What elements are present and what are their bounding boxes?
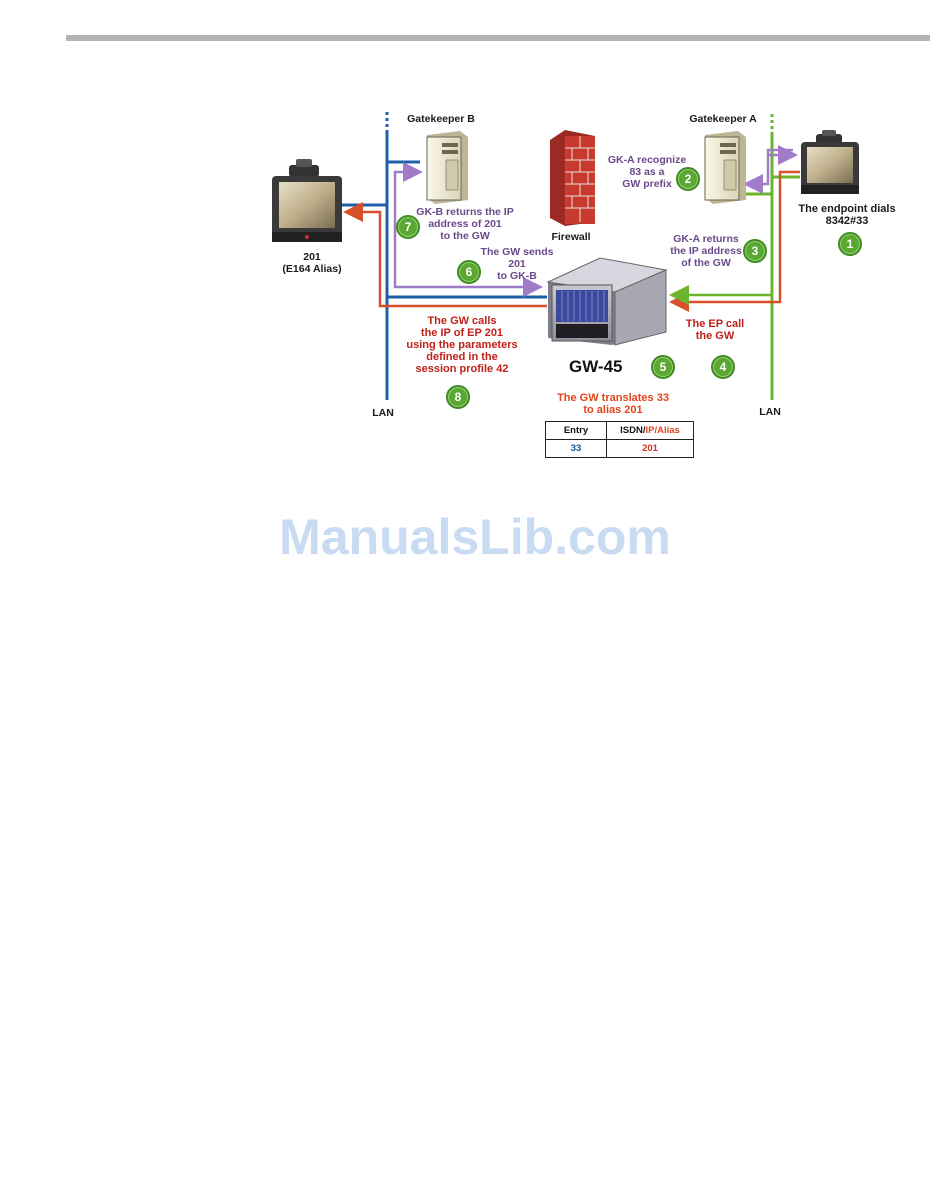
table-header-row: Entry ISDN/IP/Alias — [545, 421, 694, 440]
step-1-badge: 1 — [838, 232, 862, 256]
table-cell-alias: 201 — [606, 439, 694, 458]
step-2-badge: 2 — [676, 167, 700, 191]
firewall-label: Firewall — [551, 231, 591, 243]
step-5-badge: 5 — [651, 355, 675, 379]
translation-table: Entry ISDN/IP/Alias 33 201 — [545, 421, 694, 458]
lan-right-label: LAN — [759, 406, 781, 418]
watermark: ManualsLib.com — [279, 509, 671, 565]
step-4-text: The EP call the GW — [685, 318, 745, 342]
page-header-rule — [66, 35, 930, 41]
signal-path-purple — [393, 145, 798, 297]
table-cell-entry: 33 — [545, 439, 607, 458]
step-2-text: GK-A recognize 83 as a GW prefix — [607, 154, 687, 190]
gatekeeper-a-label: Gatekeeper A — [689, 113, 757, 125]
step-8-text: The GW calls the IP of EP 201 using the … — [406, 315, 518, 375]
step-6-text: The GW sends 201 to GK-B — [480, 246, 554, 282]
gatekeeper-b-icon — [426, 131, 468, 204]
step-5-text: The GW translates 33 to alias 201 — [557, 392, 669, 416]
step-3-text: GK-A returns the IP address of the GW — [670, 233, 742, 269]
endpoint-201-label: 201 (E164 Alias) — [282, 251, 342, 275]
lan-right-line — [742, 114, 800, 400]
step-4-badge: 4 — [711, 355, 735, 379]
gatekeeper-b-label: Gatekeeper B — [407, 113, 475, 125]
table-row: 33 201 — [545, 439, 694, 458]
step-6-badge: 6 — [457, 260, 481, 284]
step-8-badge: 8 — [446, 385, 470, 409]
step-3-badge: 3 — [743, 239, 767, 263]
gateway-label: GW-45 — [569, 357, 623, 376]
lan-left-label: LAN — [372, 407, 394, 419]
step-7-badge: 7 — [396, 215, 420, 239]
firewall-icon — [550, 130, 595, 226]
endpoint-dialer-icon — [801, 130, 859, 194]
gateway-gw45-icon — [546, 257, 668, 346]
endpoint-dialer-label: The endpoint dials 8342#33 — [798, 203, 896, 227]
table-header-ip-alias-part: IP/Alias — [645, 425, 680, 436]
gatekeeper-a-icon — [704, 131, 746, 204]
step-7-text: GK-B returns the IP address of 201 to th… — [416, 206, 514, 242]
table-header-isdn-part: ISDN/ — [620, 425, 646, 436]
table-header-isdn: ISDN/IP/Alias — [606, 421, 694, 440]
endpoint-201-icon — [272, 159, 342, 242]
call-path-red — [343, 170, 800, 312]
table-header-entry: Entry — [545, 421, 607, 440]
